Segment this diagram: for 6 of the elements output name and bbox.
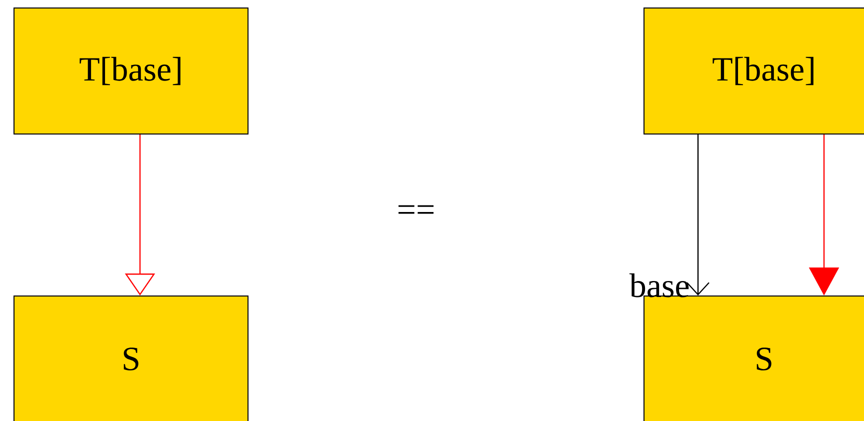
class-box: S [644, 296, 864, 421]
arrow [686, 134, 710, 296]
class-box: S [14, 296, 248, 421]
equals-sign: == [398, 205, 434, 214]
class-box: T[base] [644, 8, 864, 134]
class-box: T[base] [14, 8, 248, 134]
